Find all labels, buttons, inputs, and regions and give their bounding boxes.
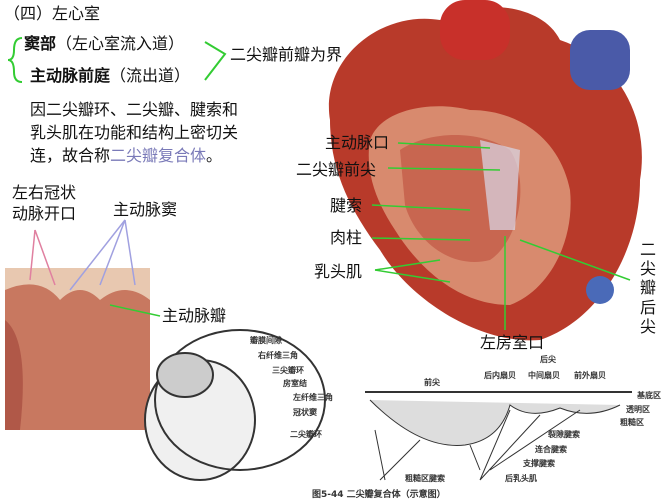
- chordae-type-label: 支撑腱索: [523, 459, 555, 468]
- paragraph-line2: 乳头肌在功能和结构上密切关: [30, 123, 239, 142]
- papillary-label: 乳头肌: [314, 262, 363, 281]
- posterior-label: 后尖: [540, 355, 556, 364]
- vestibule-note: （流出道）: [110, 66, 191, 85]
- left-brace: [7, 37, 23, 83]
- scallop-label: 后内扇贝: [484, 371, 516, 380]
- aortic-valve-label: 主动脉瓣: [162, 306, 227, 325]
- lavender-pointers: [69, 219, 136, 291]
- zone-label: 粗糙区: [620, 418, 644, 427]
- trabeculae-label: 肉柱: [330, 228, 363, 247]
- aortic-vestibule: 主动脉前庭: [30, 66, 111, 85]
- scallop-label: 前外扇贝: [574, 371, 606, 380]
- pink-pointers: [29, 229, 56, 286]
- zone-label: 基底区: [637, 391, 661, 400]
- av-orifice-label: 左房室口: [480, 333, 545, 352]
- coronary-label-2: 动脉开口: [12, 204, 77, 223]
- section-title: （四）左心室: [4, 4, 101, 23]
- right-bracket: [204, 41, 227, 81]
- ring-label: 二尖瓣环: [290, 430, 322, 439]
- anterior-label: 前尖: [424, 378, 440, 387]
- ring-label: 三尖瓣环: [272, 366, 304, 375]
- coronary-label-1: 左右冠状: [12, 183, 77, 202]
- aortic-valve-illustration: [5, 268, 150, 430]
- ring-label: 右纤维三角: [258, 351, 298, 360]
- green-pointers: [109, 142, 631, 330]
- chordae-label: 腱索: [330, 196, 363, 215]
- paragraph-line1: 因二尖瓣环、二尖瓣、腱索和: [30, 100, 239, 119]
- chordae-type-label: 连合腱索: [535, 445, 567, 454]
- sinus-note: （左心室流入道）: [56, 34, 185, 53]
- anterior-cusp-label: 二尖瓣前尖: [296, 160, 377, 179]
- scallop-label: 中间扇贝: [528, 371, 560, 380]
- aortic-orifice-label: 主动脉口: [325, 133, 390, 152]
- paragraph-line3: 连，故合称: [30, 146, 111, 165]
- boundary-note: 二尖瓣前瓣为界: [230, 45, 343, 64]
- mitral-complex-drawing: [365, 391, 632, 481]
- ring-label: 冠状窦: [293, 408, 317, 417]
- ring-label: 左纤维三角: [293, 393, 333, 402]
- mitral-complex-term: 二尖瓣复合体: [110, 146, 207, 165]
- heart-illustration: [328, 0, 642, 341]
- mitral-ring-drawing: [144, 329, 326, 481]
- figure-caption: 图5-44 二尖瓣复合体（示意图）: [312, 490, 446, 500]
- chordae-type-label: 裂隙腱索: [548, 430, 580, 439]
- rough-chordae-label: 粗糙区腱索: [405, 474, 445, 483]
- sinus-part: 窦部: [24, 34, 57, 53]
- posterior-cusp-label: 二尖瓣后尖: [640, 240, 657, 336]
- period: 。: [206, 146, 223, 165]
- post-papillary-label: 后乳头肌: [505, 474, 537, 483]
- ring-label: 房室结: [283, 379, 307, 388]
- aortic-sinus-label: 主动脉窦: [113, 200, 178, 219]
- zone-label: 透明区: [626, 405, 650, 414]
- ring-label: 瓣膜间隙: [250, 336, 282, 345]
